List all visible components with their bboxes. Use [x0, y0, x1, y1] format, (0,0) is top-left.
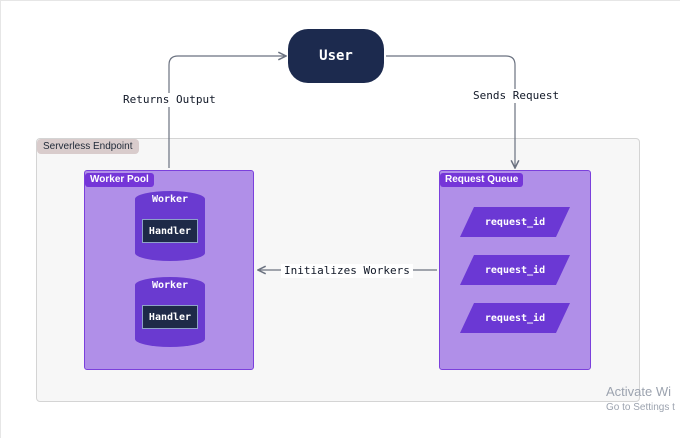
request-item: request_id: [460, 255, 570, 285]
activation-watermark-title: Activate Wi: [606, 384, 672, 399]
activation-watermark-subtitle: Go to Settings t: [606, 402, 675, 413]
request-id-label: request_id: [484, 264, 546, 276]
parallelogram-shape: [460, 303, 570, 333]
request-queue-label: Request Queue: [440, 173, 524, 187]
request-id-label: request_id: [484, 312, 546, 324]
top-border: [0, 0, 680, 1]
request-item: request_id: [460, 207, 570, 237]
returns-output-label: Returns Output: [120, 93, 219, 107]
handler-box: Handler: [142, 219, 198, 243]
left-border: [0, 0, 1, 438]
worker-2: Worker Handler: [134, 277, 206, 349]
serverless-endpoint-label: Serverless Endpoint: [37, 139, 139, 154]
request-item: request_id: [460, 303, 570, 333]
worker-1: Worker Handler: [134, 191, 206, 263]
handler-box: Handler: [142, 305, 198, 329]
sends-request-arrow: [386, 55, 515, 168]
parallelogram-shape: [460, 207, 570, 237]
worker-pool-label: Worker Pool: [85, 173, 154, 187]
sends-request-label: Sends Request: [470, 89, 563, 103]
worker-title: Worker: [151, 194, 189, 205]
parallelogram-shape: [460, 255, 570, 285]
request-id-label: request_id: [484, 216, 546, 228]
returns-output-arrow: [168, 56, 286, 168]
initializes-workers-label: Initializes Workers: [281, 264, 413, 278]
worker-title: Worker: [151, 280, 189, 291]
user-node: User: [288, 29, 384, 83]
